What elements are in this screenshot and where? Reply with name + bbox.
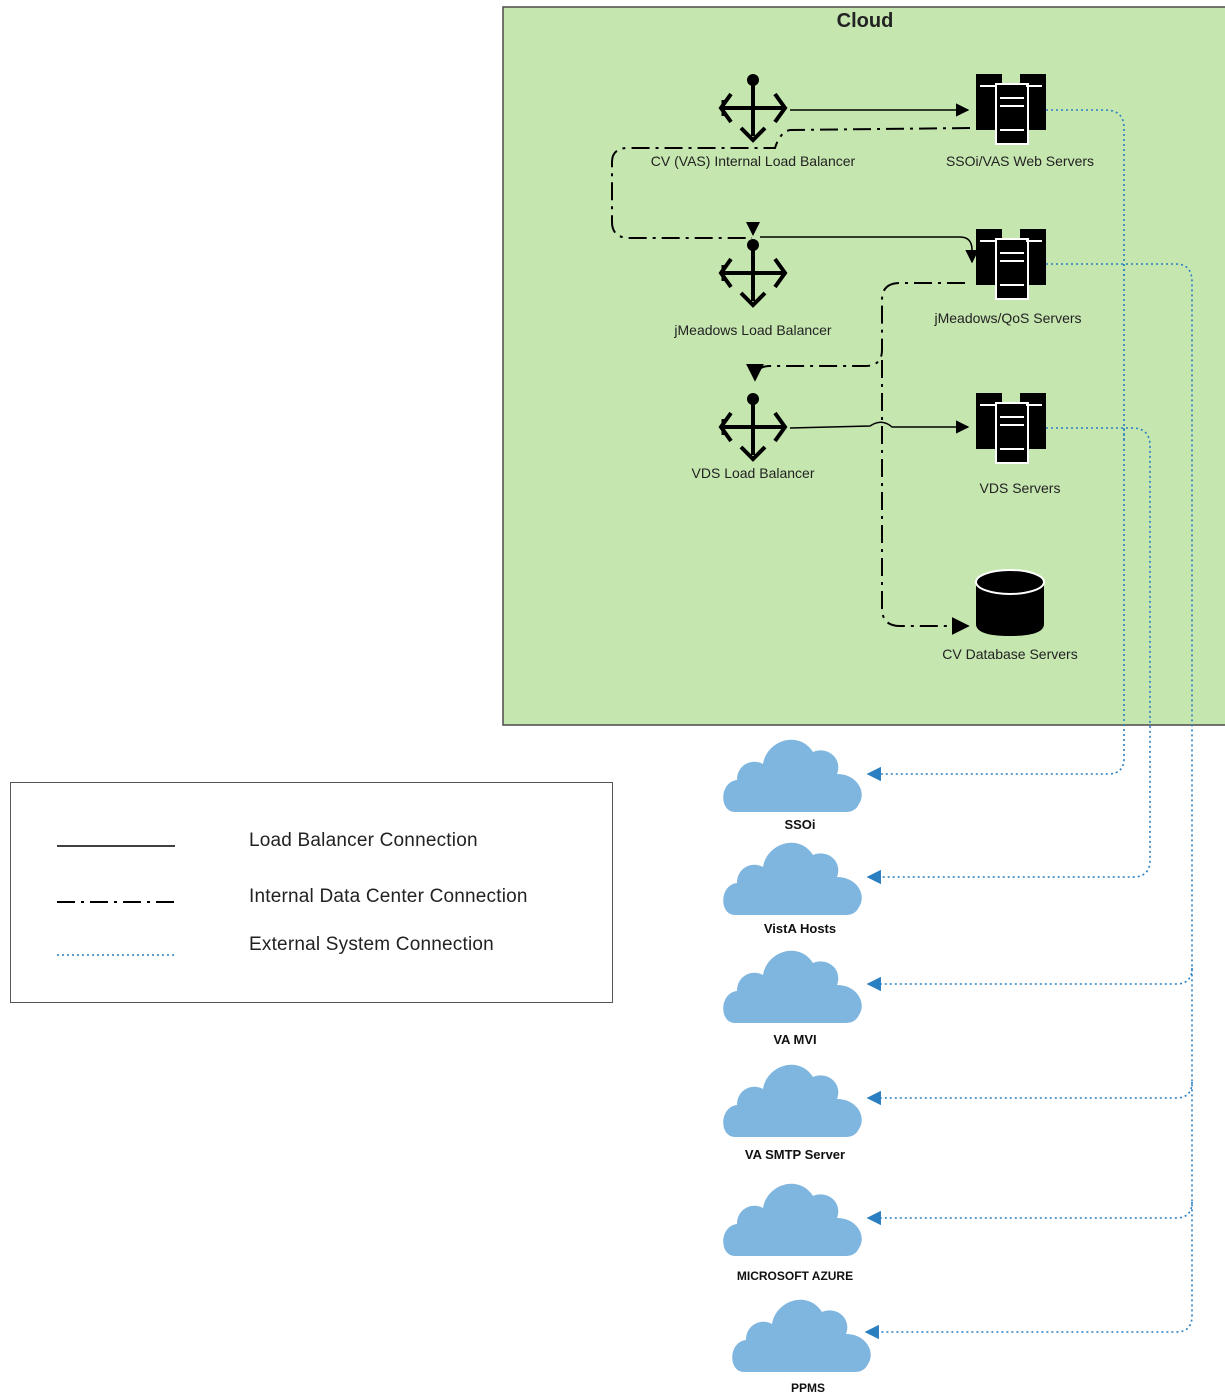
cloud-icon: [723, 739, 862, 812]
legend-dotted-line: [57, 954, 175, 956]
legend: Load Balancer Connection Internal Data C…: [10, 782, 613, 1003]
cv-database-servers: CV Database Servers: [942, 569, 1078, 662]
external-label: VA SMTP Server: [745, 1147, 845, 1162]
jmeadows-lb-in-arrow: [746, 222, 760, 236]
cloud-icon: [723, 842, 862, 915]
external-label: MICROSOFT AZURE: [737, 1269, 853, 1283]
int-conn-ssoi-to-jmlb: [611, 127, 971, 239]
legend-row-external: External System Connection: [11, 934, 612, 964]
ext-conn-smtp: [866, 1081, 1193, 1106]
cloud-icon: [723, 950, 862, 1023]
external-label: VA MVI: [773, 1032, 816, 1047]
vds-load-balancer: VDS Load Balancer: [692, 391, 815, 481]
jmeadows-qos-servers: jMeadows/QoS Servers: [933, 228, 1082, 326]
external-label: PPMS: [791, 1381, 825, 1395]
load-balancer-connections: [760, 103, 979, 434]
cloud-icon: [723, 1183, 862, 1256]
external-va-smtp-server: VA SMTP Server: [723, 1064, 862, 1162]
node-label: jMeadows Load Balancer: [673, 322, 832, 338]
node-label: CV Database Servers: [942, 646, 1077, 662]
legend-row-load-balancer: Load Balancer Connection: [11, 830, 612, 860]
int-conn-qos-to-vdslb: [746, 282, 965, 382]
external-vista-hosts: VistA Hosts: [723, 842, 862, 936]
cloud-icon: [723, 1064, 862, 1137]
cv-internal-load-balancer: CV (VAS) Internal Load Balancer: [651, 72, 856, 169]
ext-conn-ssoi: [866, 109, 1125, 782]
legend-label-load-balancer: Load Balancer Connection: [249, 830, 478, 851]
lb-conn-vds: [789, 420, 970, 434]
node-label: VDS Servers: [980, 480, 1061, 496]
external-label: VistA Hosts: [764, 921, 836, 936]
node-label: VDS Load Balancer: [692, 465, 815, 481]
external-microsoft-azure: MICROSOFT AZURE: [723, 1183, 862, 1283]
legend-label-internal: Internal Data Center Connection: [249, 886, 528, 907]
database-icon: [975, 569, 1045, 636]
legend-solid-line: [57, 845, 175, 847]
legend-row-internal: Internal Data Center Connection: [11, 886, 612, 916]
external-connections: [864, 109, 1193, 1340]
external-va-mvi: VA MVI: [723, 950, 862, 1047]
cloud-title: Cloud: [837, 10, 894, 32]
lb-conn-jm-qos: [760, 236, 979, 264]
ext-conn-mvi: [866, 967, 1193, 992]
legend-label-external: External System Connection: [249, 934, 494, 955]
ext-conn-qos-trunk: [864, 263, 1193, 1340]
external-label: SSOi: [784, 817, 815, 832]
legend-dash-dot-line: [57, 901, 175, 903]
node-label: SSOi/VAS Web Servers: [946, 153, 1094, 169]
ext-conn-azure: [866, 1201, 1193, 1226]
node-label: CV (VAS) Internal Load Balancer: [651, 153, 856, 169]
node-label: jMeadows/QoS Servers: [933, 310, 1081, 326]
external-ssoi: SSOi: [723, 739, 862, 832]
internal-connections: [611, 127, 971, 635]
vds-servers: VDS Servers: [975, 392, 1061, 496]
cloud-icon: [732, 1299, 871, 1372]
ssoi-vas-web-servers: SSOi/VAS Web Servers: [946, 73, 1094, 169]
int-conn-to-db: [881, 360, 970, 635]
external-ppms: PPMS: [732, 1299, 871, 1395]
jmeadows-load-balancer: jMeadows Load Balancer: [673, 237, 832, 338]
